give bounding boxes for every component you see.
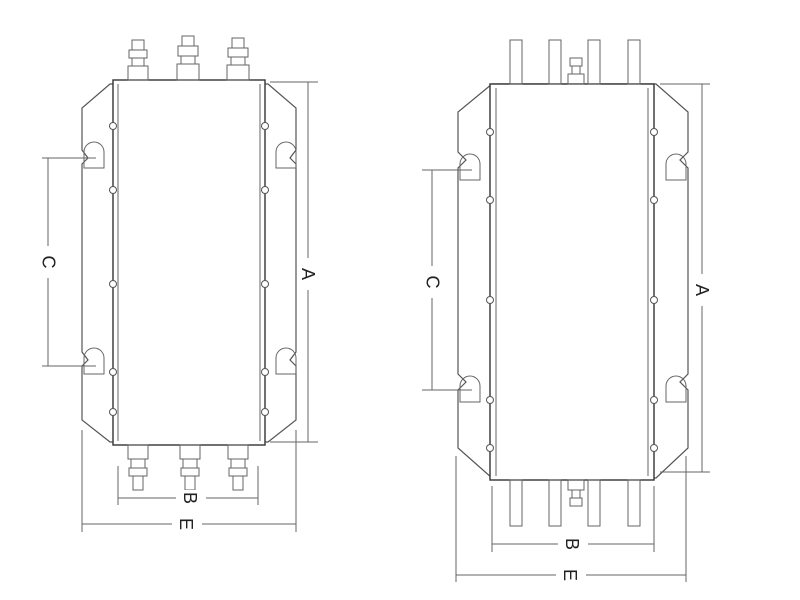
- dimension-e-right: [455, 456, 687, 582]
- top-terminals-left: [127, 35, 250, 81]
- label-b-left: B: [180, 489, 201, 507]
- bottom-terminals-left: [127, 444, 249, 491]
- top-busbars-right: [509, 39, 641, 85]
- mounting-flange-right: [457, 83, 689, 479]
- filter-drawing-right: [422, 39, 710, 582]
- dimension-c-right: [422, 169, 472, 391]
- filter-drawing-left: [42, 35, 318, 532]
- label-e-right: E: [560, 566, 581, 584]
- mounting-flange-left: [81, 83, 297, 443]
- mounting-slots-left: [83, 141, 297, 375]
- label-e-left: E: [176, 515, 197, 533]
- dimension-e-left: [81, 430, 297, 532]
- label-a-left: A: [298, 265, 319, 283]
- dimension-a-right: [660, 83, 710, 473]
- bottom-busbars-right: [509, 479, 641, 527]
- label-b-right: B: [562, 535, 583, 553]
- label-a-right: A: [692, 281, 713, 299]
- label-c-left: C: [38, 253, 59, 271]
- dimension-c-left: [42, 157, 96, 367]
- dimension-b-left: [117, 466, 259, 505]
- filter-body-left: [112, 79, 266, 446]
- mounting-slots-right: [459, 153, 687, 403]
- dimension-a-left: [270, 81, 318, 443]
- rivets-right: [486, 128, 658, 452]
- label-c-right: C: [422, 273, 443, 291]
- dimension-b-right: [491, 486, 655, 552]
- filter-body-right: [489, 83, 655, 481]
- rivets-left: [109, 122, 269, 416]
